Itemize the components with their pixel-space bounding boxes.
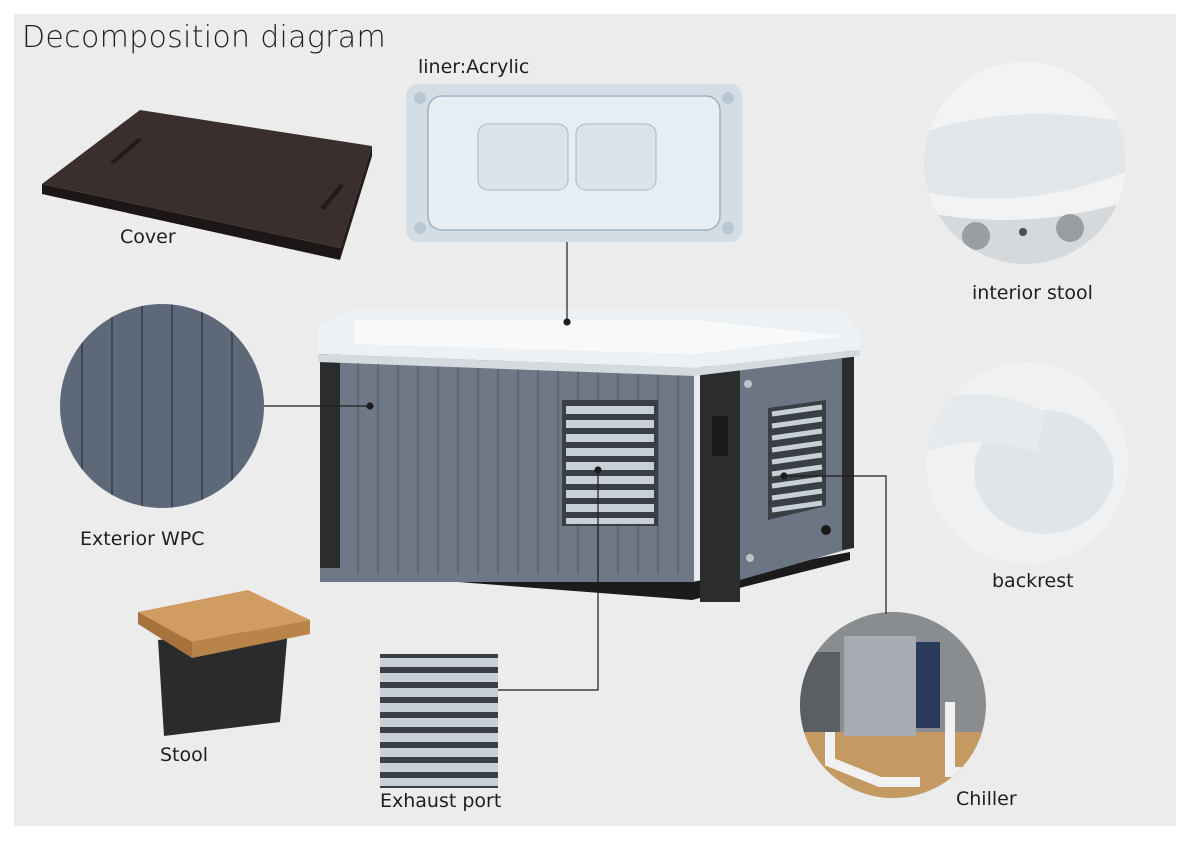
- exterior-wpc-label: Exterior WPC: [80, 528, 205, 550]
- chiller-label: Chiller: [956, 788, 1017, 810]
- chiller-photo: [800, 612, 986, 798]
- interior-stool-label: interior stool: [972, 282, 1093, 304]
- backrest-label: backrest: [992, 570, 1074, 592]
- tub-image: [318, 310, 860, 602]
- backrest-photo: [926, 362, 1128, 564]
- liner-label: liner:Acrylic: [418, 56, 530, 78]
- exhaust-port-image: [380, 654, 498, 788]
- liner-image: [406, 84, 742, 242]
- cover-image: [42, 110, 372, 260]
- page-title: Decomposition diagram: [22, 20, 386, 55]
- interior-stool-photo: [924, 62, 1126, 264]
- stool-label: Stool: [160, 744, 209, 766]
- stool-image: [138, 590, 310, 736]
- cover-label: Cover: [120, 226, 176, 248]
- exhaust-port-label: Exhaust port: [380, 790, 502, 812]
- diagram-canvas: Decomposition diagram Cover liner:Acryli…: [14, 14, 1176, 826]
- exterior-wpc-photo: [60, 304, 264, 508]
